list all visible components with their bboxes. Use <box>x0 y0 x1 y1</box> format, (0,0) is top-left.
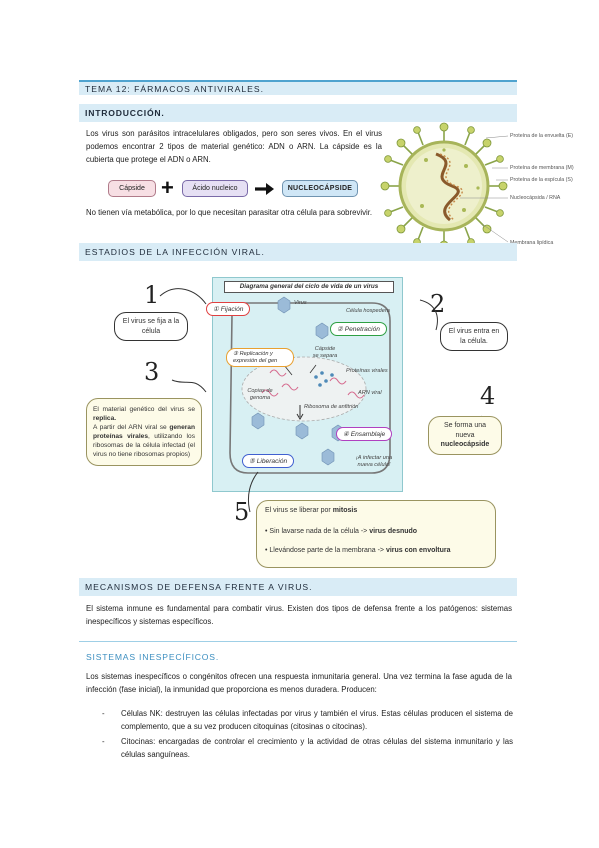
stage-replicacion: ③ Replicación y expresión del gen <box>226 348 294 367</box>
page-title: TEMA 12: FÁRMACOS ANTIVIRALES. <box>79 80 517 95</box>
label-ribosoma: Ribosoma de anfitrión <box>304 404 359 410</box>
note-step-3a: El material genético del virus se <box>93 406 195 413</box>
inespecificos-paragraph: Los sistemas inespecíficos o congénitos … <box>86 672 512 694</box>
note-step-2: El virus entra en la célula. <box>440 322 508 351</box>
note-step-4: Se forma una nueva nucleocápside <box>428 416 502 455</box>
formula-nucleocapside: NUCLEOCÁPSIDE <box>282 180 358 197</box>
step-number-1: 1 <box>144 281 160 309</box>
bullet-dash-1: - <box>102 709 105 718</box>
diagram-title: Diagrama general del ciclo de vida de un… <box>224 281 394 293</box>
virus-label-lipid: Membrana lipídica <box>510 240 554 246</box>
subheading-inespecificos: SISTEMAS INESPECÍFICOS. <box>86 652 220 662</box>
bullet-nk: Células NK: destruyen las células infect… <box>121 709 513 731</box>
label-arn: ARN viral <box>358 390 382 396</box>
label-capside: Cápside se separa <box>312 346 338 359</box>
mitosis-line-2-bold: virus desnudo <box>369 528 418 535</box>
virus-label-nucleocapsid: Nucleocápsida / RNA <box>510 195 561 201</box>
label-copias: Copias de genoma <box>247 388 273 401</box>
note-step-1: El virus se fija a la célula <box>114 312 188 341</box>
mitosis-line-1-bold: mitosis <box>332 507 358 514</box>
virus-label-membrane: Proteína de membrana (M) <box>510 165 574 171</box>
note-step-5: El virus se liberar por mitosis • Sin la… <box>256 500 496 568</box>
page-title-text: TEMA 12: FÁRMACOS ANTIVIRALES. <box>85 83 264 94</box>
step-number-2: 2 <box>430 290 446 318</box>
note-step-3b-bold: generan proteínas virales <box>93 424 195 440</box>
bullet-dash-2: - <box>102 737 105 746</box>
section-heading-stages: ESTADIOS DE LA INFECCIÓN VIRAL. <box>79 243 517 261</box>
section-heading-defense: MECANISMOS DE DEFENSA FRENTE A VIRUS. <box>79 578 517 596</box>
intro-paragraph-1: Los virus son parásitos intracelulares o… <box>86 129 382 164</box>
note-step-4b: nucleocápside <box>440 441 490 448</box>
section-divider <box>79 641 517 642</box>
step-number-4: 4 <box>480 382 496 410</box>
mitosis-line-1-text: El virus se liberar por <box>265 507 333 514</box>
note-step-3c: , utilizando los ribosomas de la célula … <box>93 433 195 458</box>
note-step-4a: Se forma una nueva <box>443 422 487 439</box>
formula-acido-nucleico: Ácido nucleico <box>182 180 248 197</box>
mitosis-line-3-bold: virus con envoltura <box>385 547 451 554</box>
defense-heading-text: MECANISMOS DE DEFENSA FRENTE A VIRUS. <box>85 582 313 592</box>
mitosis-line-2-text: • Sin lavarse nada de la célula -> <box>265 528 370 535</box>
stages-heading-text: ESTADIOS DE LA INFECCIÓN VIRAL. <box>85 247 265 257</box>
label-celula-hospedera: Célula hospedera <box>346 308 390 314</box>
stage-penetracion: ② Penetración <box>330 322 387 336</box>
host-cell-outline <box>229 296 391 474</box>
stage-fijacion: ① Fijación <box>206 302 251 316</box>
coronavirus-illustration <box>380 122 509 250</box>
intro-paragraph-2: No tienen vía metabólica, por lo que nec… <box>86 208 373 217</box>
label-infectar: ¡A infectar una nueva célula! <box>355 455 393 468</box>
mitosis-line-3: • Llevándose parte de la membrana -> vir… <box>265 547 451 554</box>
mitosis-line-2: • Sin lavarse nada de la célula -> virus… <box>265 528 417 535</box>
virus-label-envelope: Proteína de la envuelta (E) <box>510 133 574 139</box>
note-step-3a-bold: replica. <box>93 415 117 422</box>
step-number-3: 3 <box>144 358 160 386</box>
formula-capside: Cápside <box>108 180 156 197</box>
stage-liberacion: ⑤ Liberación <box>242 454 295 468</box>
label-proteinas: Proteínas virales <box>346 368 388 374</box>
plus-sign: + <box>161 175 174 200</box>
bullet-citocinas: Citocinas: encargadas de controlar el cr… <box>121 737 513 759</box>
defense-paragraph: El sistema inmune es fundamental para co… <box>86 604 512 626</box>
mitosis-line-1: El virus se liberar por mitosis <box>265 507 357 514</box>
virus-label-spike: Proteína de la espícula (S) <box>510 177 573 183</box>
step-number-5: 5 <box>234 498 250 526</box>
label-virus: Virus <box>294 300 307 306</box>
note-step-3: El material genético del virus se replic… <box>86 398 202 466</box>
stage-ensamblaje: ④ Ensamblaje <box>336 427 393 441</box>
intro-heading-text: INTRODUCCIÓN. <box>85 108 165 118</box>
note-step-3b: A partir del ARN viral se <box>93 424 170 431</box>
section-heading-intro: INTRODUCCIÓN. <box>79 104 517 122</box>
arrow-right-icon <box>255 183 274 195</box>
mitosis-line-3-text: • Llevándose parte de la membrana -> <box>265 547 386 554</box>
stage-replicacion-text: ③ Replicación y expresión del gen <box>233 351 278 364</box>
